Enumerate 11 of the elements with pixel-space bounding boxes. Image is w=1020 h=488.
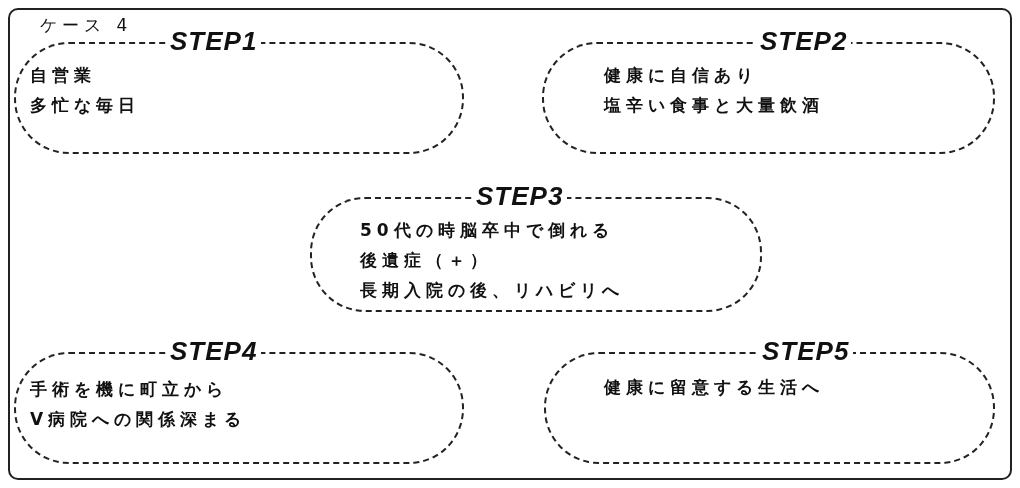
case-frame	[8, 8, 1012, 480]
step-text: 長期入院の後、リハビリへ	[360, 279, 624, 302]
step-text: 健康に留意する生活へ	[604, 376, 824, 399]
step-text: 50代の時脳卒中で倒れる	[360, 219, 614, 242]
step-text: 健康に自信あり	[604, 64, 758, 87]
step-text: 塩辛い食事と大量飲酒	[604, 94, 824, 117]
step-text: 後遺症（＋）	[360, 249, 492, 272]
step-text: 多忙な毎日	[30, 94, 140, 117]
step-text: 自営業	[30, 64, 96, 87]
step-text: V病院への関係深まる	[30, 408, 247, 431]
step-text: 手術を機に町立から	[30, 378, 228, 401]
